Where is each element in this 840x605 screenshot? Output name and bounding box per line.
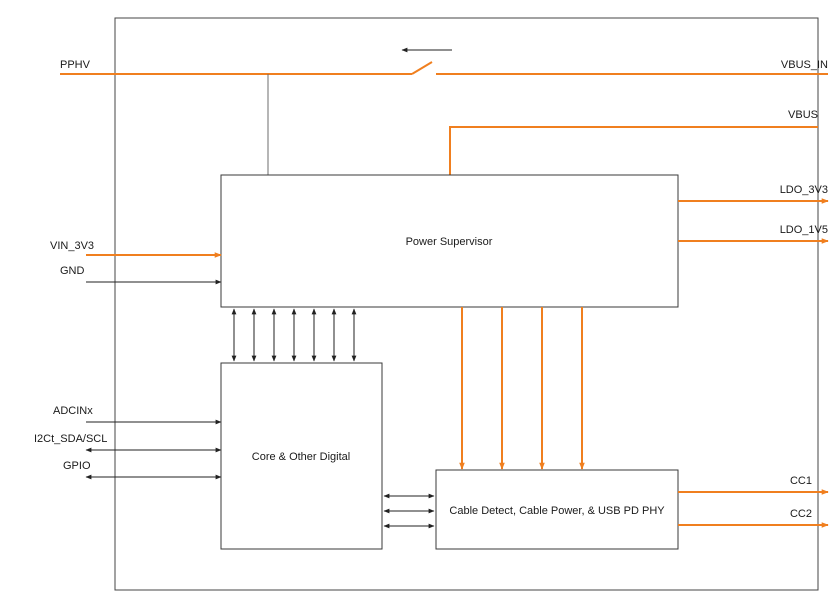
cable-detect-block bbox=[435, 469, 679, 550]
label-pphv: PPHV bbox=[60, 59, 91, 71]
label-vbus: VBUS bbox=[788, 109, 818, 121]
supervisor-to-phy-power bbox=[459, 307, 585, 470]
label-adcinx: ADCINx bbox=[53, 405, 93, 417]
chip-boundary bbox=[114, 17, 819, 591]
label-cc2: CC2 bbox=[790, 508, 812, 520]
core-digital-label: Core & Other Digital bbox=[252, 451, 350, 463]
power-supervisor-label: Power Supervisor bbox=[406, 236, 493, 248]
label-gpio: GPIO bbox=[63, 460, 91, 472]
pphv-vbus-in-switch bbox=[60, 47, 828, 175]
label-cc1: CC1 bbox=[790, 475, 812, 487]
core-phy-bus bbox=[383, 493, 435, 529]
label-vbus-in: VBUS_IN bbox=[781, 59, 828, 71]
label-vin-3v3: VIN_3V3 bbox=[50, 240, 94, 252]
core-digital-block bbox=[220, 362, 383, 550]
label-ldo-3v3: LDO_3V3 bbox=[780, 184, 828, 196]
vbus-line bbox=[449, 126, 818, 175]
cable-detect-label: Cable Detect, Cable Power, & USB PD PHY bbox=[449, 505, 665, 517]
label-gnd: GND bbox=[60, 265, 85, 277]
power-supervisor-block bbox=[220, 174, 679, 308]
supervisor-core-bus bbox=[231, 308, 357, 362]
power-switch bbox=[411, 61, 433, 75]
label-ldo-1v5: LDO_1V5 bbox=[780, 224, 828, 236]
label-i2c: I2Ct_SDA/SCL bbox=[34, 433, 107, 445]
